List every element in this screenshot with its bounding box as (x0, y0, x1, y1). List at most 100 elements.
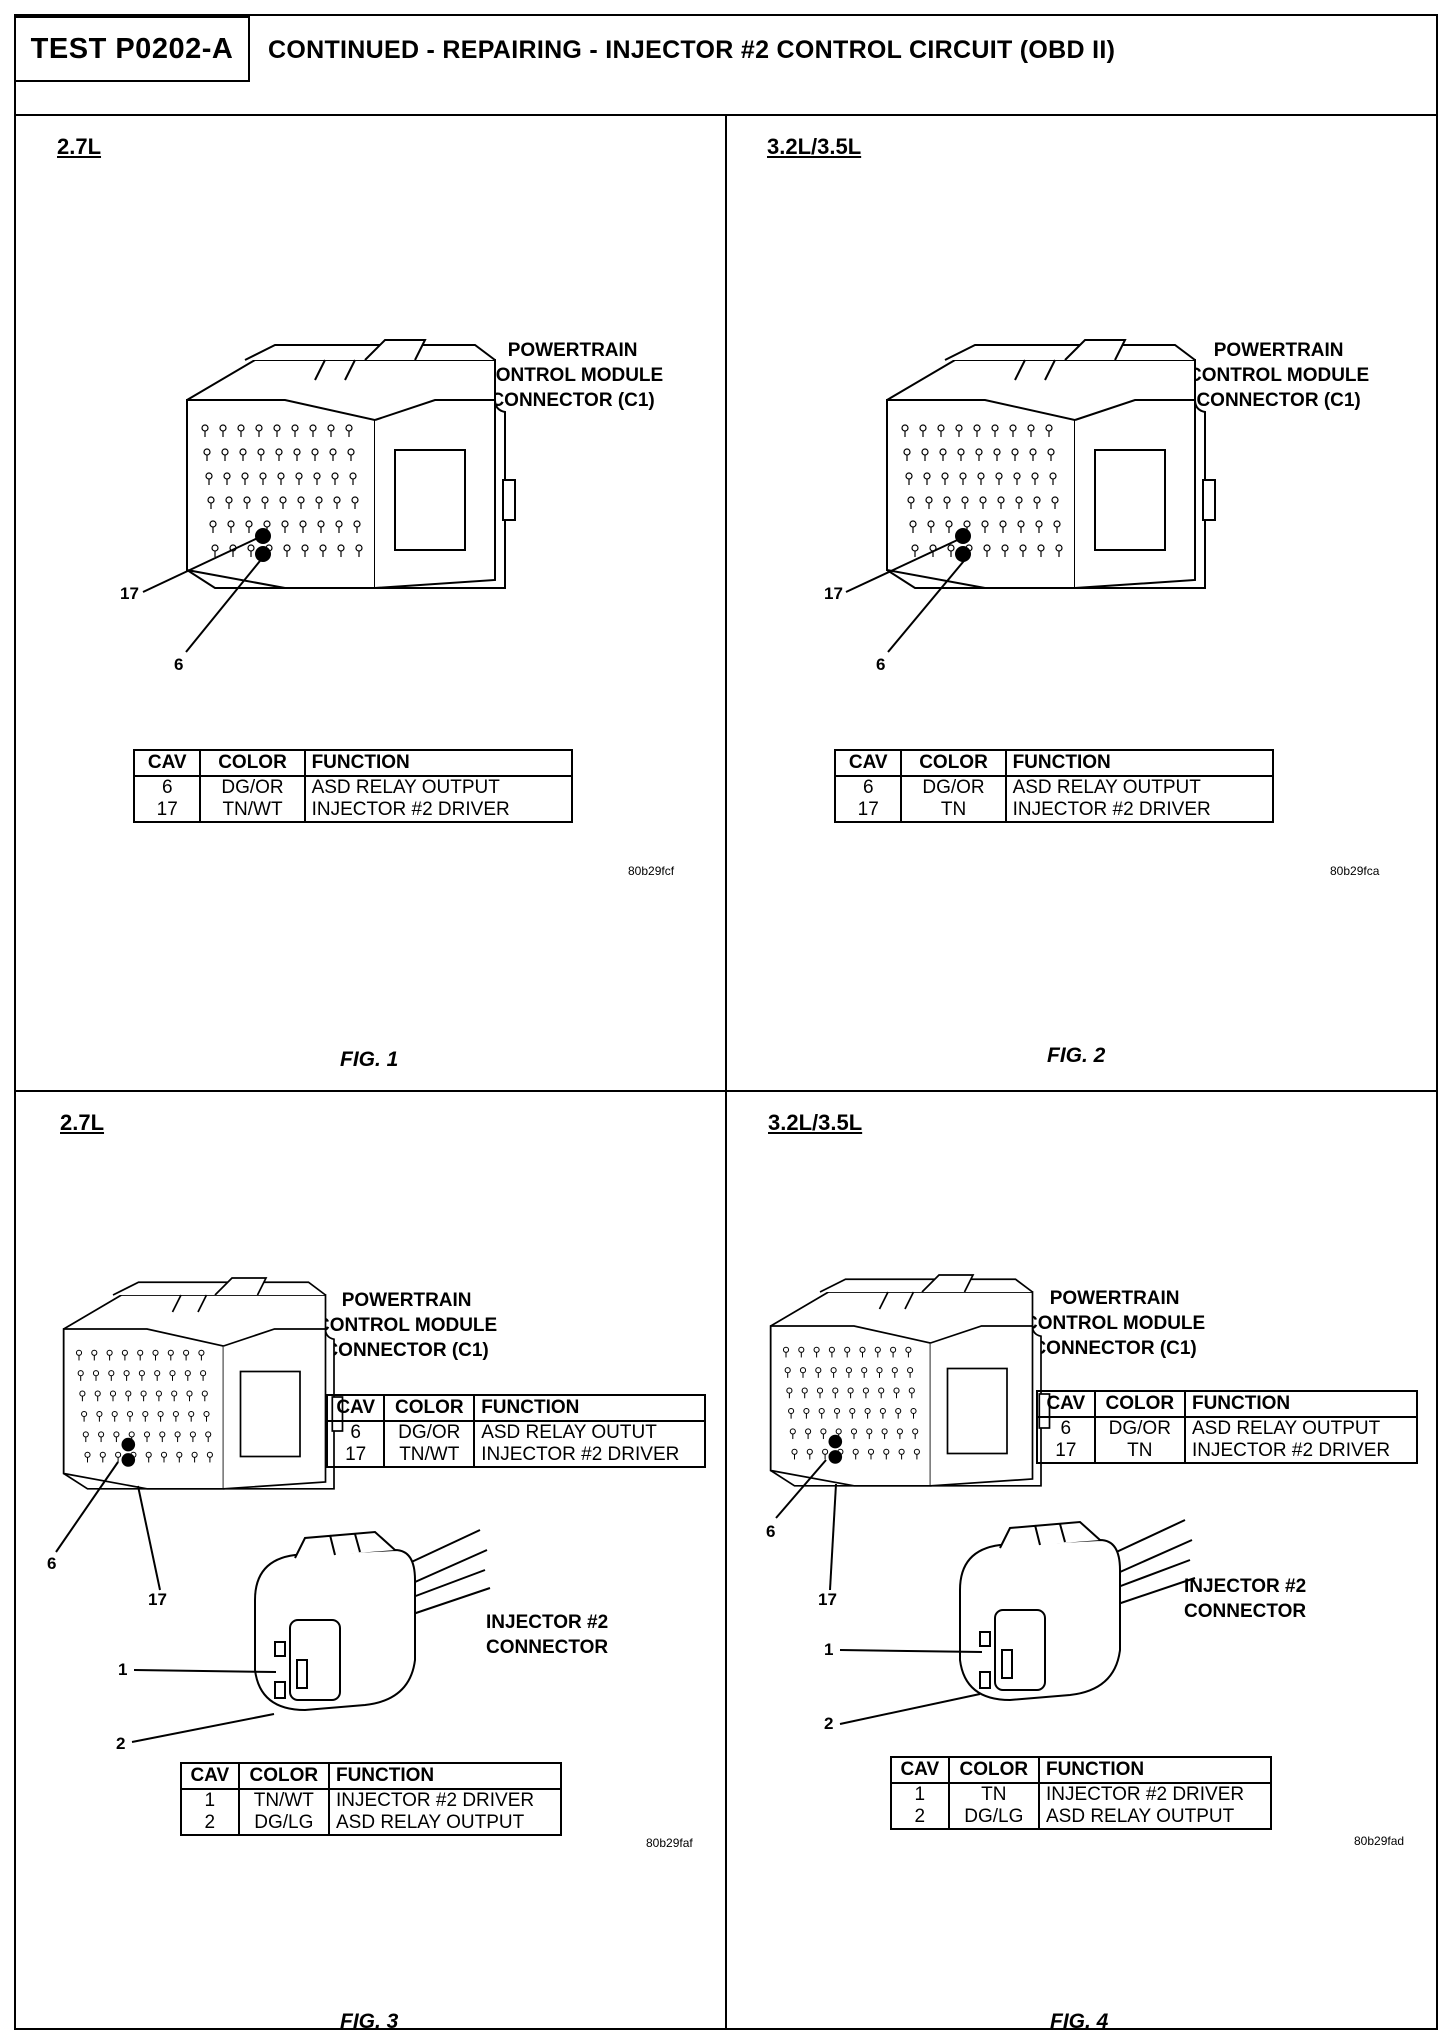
pcm-connector-drawing-fig1 (186, 339, 516, 589)
callout-title-line: CONNECTOR (C1) (324, 1340, 489, 1361)
table-cell: INJECTOR #2 DRIVER (1004, 799, 1275, 823)
table-cell: INJECTOR #2 DRIVER (1037, 1783, 1273, 1806)
pcm-cavity (75, 1349, 83, 1356)
pcm-cavity (160, 1451, 168, 1458)
pcm-cavity (189, 1431, 196, 1438)
table-header-cell: COLOR (383, 1394, 476, 1422)
pin-label-17-fig3: 17 (148, 1590, 167, 1609)
pcm-pin-marker-17 (121, 1437, 136, 1452)
injector-terminal-1 (979, 1631, 991, 1647)
table-cell: 17 (325, 1444, 386, 1468)
table-header-cell: CAV (1036, 1390, 1096, 1418)
col-header-function: FUNCTION (1004, 749, 1275, 777)
pcm-cavity (791, 1448, 798, 1455)
pcm-connector-drawing-fig2 (886, 339, 1216, 589)
figure-code-fig3: 80b29faf (646, 1836, 693, 1850)
engine-label-fig2: 3.2L/3.5L (767, 134, 862, 159)
horizontal-divider (14, 1090, 1438, 1092)
pcm-cavity (883, 1448, 890, 1455)
pcm-connector-drawing-fig4 (769, 1274, 1051, 1487)
test-id-box: TEST P0202-A (14, 16, 250, 82)
injector-wire-1 (1109, 1519, 1193, 1573)
col-header-cav: CAV (132, 749, 202, 777)
pcm-cavity (890, 1346, 897, 1353)
pcm-cavity (106, 1349, 113, 1356)
pcm-ribs (314, 359, 356, 381)
pcm-cavity (828, 1346, 835, 1353)
table-cell: ASD RELAY OUTPUT (303, 776, 574, 799)
pcm-side-clip (502, 479, 516, 521)
table-cell: INJECTOR #2 DRIVER (1183, 1440, 1419, 1464)
table-cell: DG/OR (199, 776, 306, 799)
pcm-cavity (84, 1451, 91, 1458)
col-header-cav: CAV (833, 749, 903, 777)
pin-label-6-fig1: 6 (174, 655, 184, 674)
pcm-cavity (98, 1431, 105, 1438)
callout-title-line: POWERTRAIN (341, 1290, 472, 1311)
table-cell: ASD RELAY OUTPUT (1037, 1806, 1273, 1830)
pin-label-2-fig3: 2 (116, 1734, 126, 1753)
pin-label-6-fig3: 6 (47, 1554, 57, 1573)
pin-label-17-fig4: 17 (818, 1590, 837, 1609)
pcm-cavity (896, 1428, 903, 1435)
pcm-cavity (881, 1428, 888, 1435)
pcm-cavity (205, 1431, 212, 1438)
pcm-cavity (159, 1431, 166, 1438)
table-header-cell: COLOR (237, 1762, 330, 1790)
table-cell: 1 (180, 1789, 240, 1812)
callout-title-line: CONTROL MODULE (1024, 1313, 1206, 1334)
injector-top-latch (999, 1520, 1101, 1549)
pcm-cavity (805, 1428, 812, 1435)
pcm-ribs (171, 1294, 208, 1313)
pin-label-1-fig4: 1 (824, 1640, 834, 1659)
table-header-cell: FUNCTION (1037, 1756, 1273, 1784)
pcm-top-latch (112, 1281, 327, 1296)
table-cell: DG/OR (900, 776, 1007, 799)
pcm-side-window (946, 1367, 1008, 1455)
pcm-cavity (852, 1448, 859, 1455)
injector-key (1001, 1649, 1013, 1679)
injector-terminal-2 (979, 1671, 991, 1689)
pcm-ribs (878, 1291, 915, 1310)
table-header-cell: FUNCTION (1183, 1390, 1419, 1418)
table-cell: INJECTOR #2 DRIVER (327, 1789, 563, 1812)
figure-code-fig2: 80b29fca (1330, 864, 1380, 878)
injector-key (296, 1659, 308, 1689)
pcm-latch-tab (921, 1274, 975, 1293)
callout-title-line: CONTROL MODULE (316, 1315, 498, 1336)
pcm-cavity (128, 1431, 135, 1438)
pcm-cavity (113, 1431, 120, 1438)
table-cell: TN (1093, 1440, 1186, 1464)
pcm-cavity (82, 1431, 89, 1438)
pcm-cavity (115, 1451, 122, 1458)
pcm-latch-tab (364, 339, 427, 361)
pin-label-1-fig3: 1 (118, 1660, 128, 1679)
callout-title-line: POWERTRAIN (507, 340, 638, 361)
injector-wire-2 (1109, 1559, 1196, 1606)
injector-terminal-1 (274, 1641, 286, 1657)
pcm-connector-title-fig3: POWERTRAIN CONTROL MODULE CONNECTOR (C1) (316, 1288, 497, 1363)
pcm-pin-marker-6 (121, 1453, 136, 1467)
pcm-side-window (1094, 449, 1166, 551)
figure-label-fig3: FIG. 3 (340, 2010, 399, 2033)
table-cell: DG/OR (383, 1421, 476, 1444)
figure-label-fig2: FIG. 2 (1047, 1044, 1106, 1067)
pin-label-17-fig2: 17 (824, 584, 843, 603)
engine-label-fig1: 2.7L (57, 134, 102, 159)
table-cell: 17 (1036, 1440, 1096, 1464)
vertical-divider (725, 116, 727, 2030)
pcm-cavity (183, 1349, 190, 1356)
pcm-cavity (798, 1346, 805, 1353)
pcm-cavity (137, 1349, 144, 1356)
pcm-cavity (206, 1451, 213, 1458)
